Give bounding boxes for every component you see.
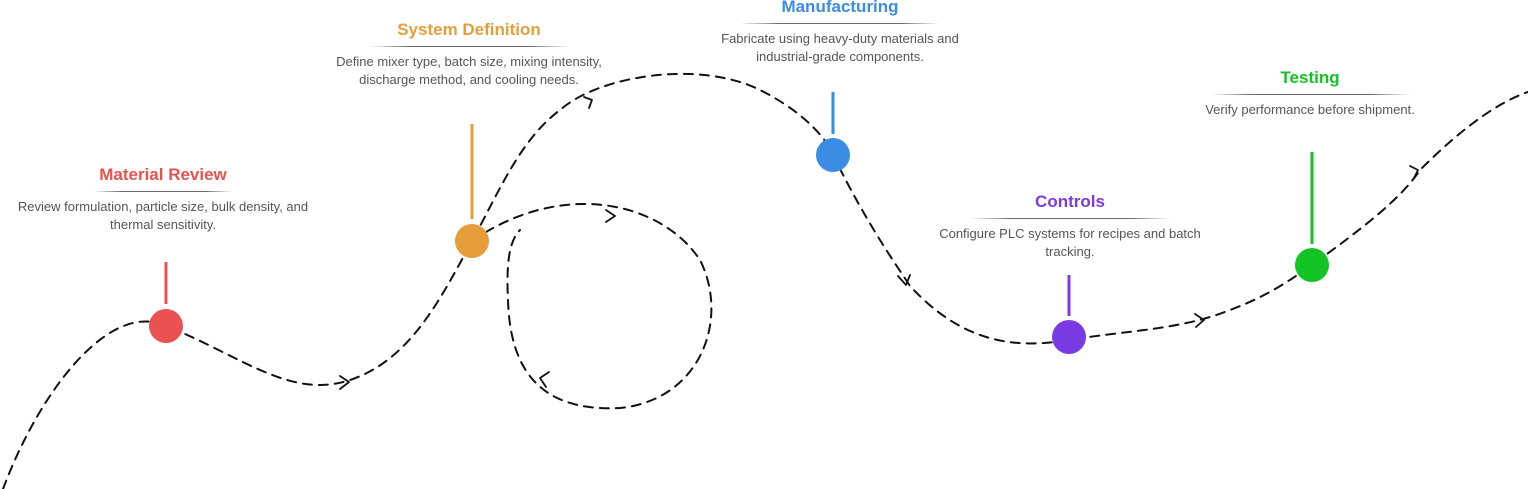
flow-arrow — [605, 209, 616, 223]
step-title: System Definition — [397, 20, 541, 39]
step-title: Controls — [1035, 192, 1105, 211]
step-system-definition-label: System Definition Define mixer type, bat… — [336, 19, 602, 89]
step-title: Manufacturing — [781, 0, 899, 16]
flow-arrow — [583, 96, 593, 109]
step-manufacturing-node — [816, 138, 850, 172]
step-divider — [1210, 94, 1410, 95]
flow-arrow — [1194, 313, 1205, 328]
flow-arrow — [1409, 165, 1419, 179]
step-description: Define mixer type, batch size, mixing in… — [336, 54, 602, 87]
step-material-review-node — [149, 309, 183, 343]
flow-path — [2, 73, 1528, 489]
step-title: Material Review — [99, 165, 227, 184]
flow-arrow — [539, 371, 550, 388]
flow-arrow — [339, 375, 350, 390]
step-divider — [970, 218, 1170, 219]
step-title: Testing — [1280, 68, 1340, 87]
step-description: Configure PLC systems for recipes and ba… — [939, 226, 1201, 259]
step-manufacturing-label: Manufacturing Fabricate using heavy-duty… — [696, 0, 984, 66]
flow-loop — [471, 202, 713, 410]
step-divider — [740, 23, 940, 24]
step-controls-node — [1052, 320, 1086, 354]
step-description: Review formulation, particle size, bulk … — [17, 199, 309, 232]
step-material-review-label: Material Review Review formulation, part… — [12, 164, 314, 234]
step-description: Fabricate using heavy-duty materials and… — [721, 31, 959, 64]
step-controls-label: Controls Configure PLC systems for recip… — [934, 191, 1206, 261]
step-divider — [369, 46, 569, 47]
step-divider — [93, 191, 233, 192]
step-testing-node — [1295, 248, 1329, 282]
step-system-definition-node — [455, 224, 489, 258]
step-description: Verify performance before shipment. — [1205, 102, 1415, 117]
flow-arrow — [897, 274, 911, 286]
step-testing-label: Testing Verify performance before shipme… — [1204, 67, 1416, 119]
